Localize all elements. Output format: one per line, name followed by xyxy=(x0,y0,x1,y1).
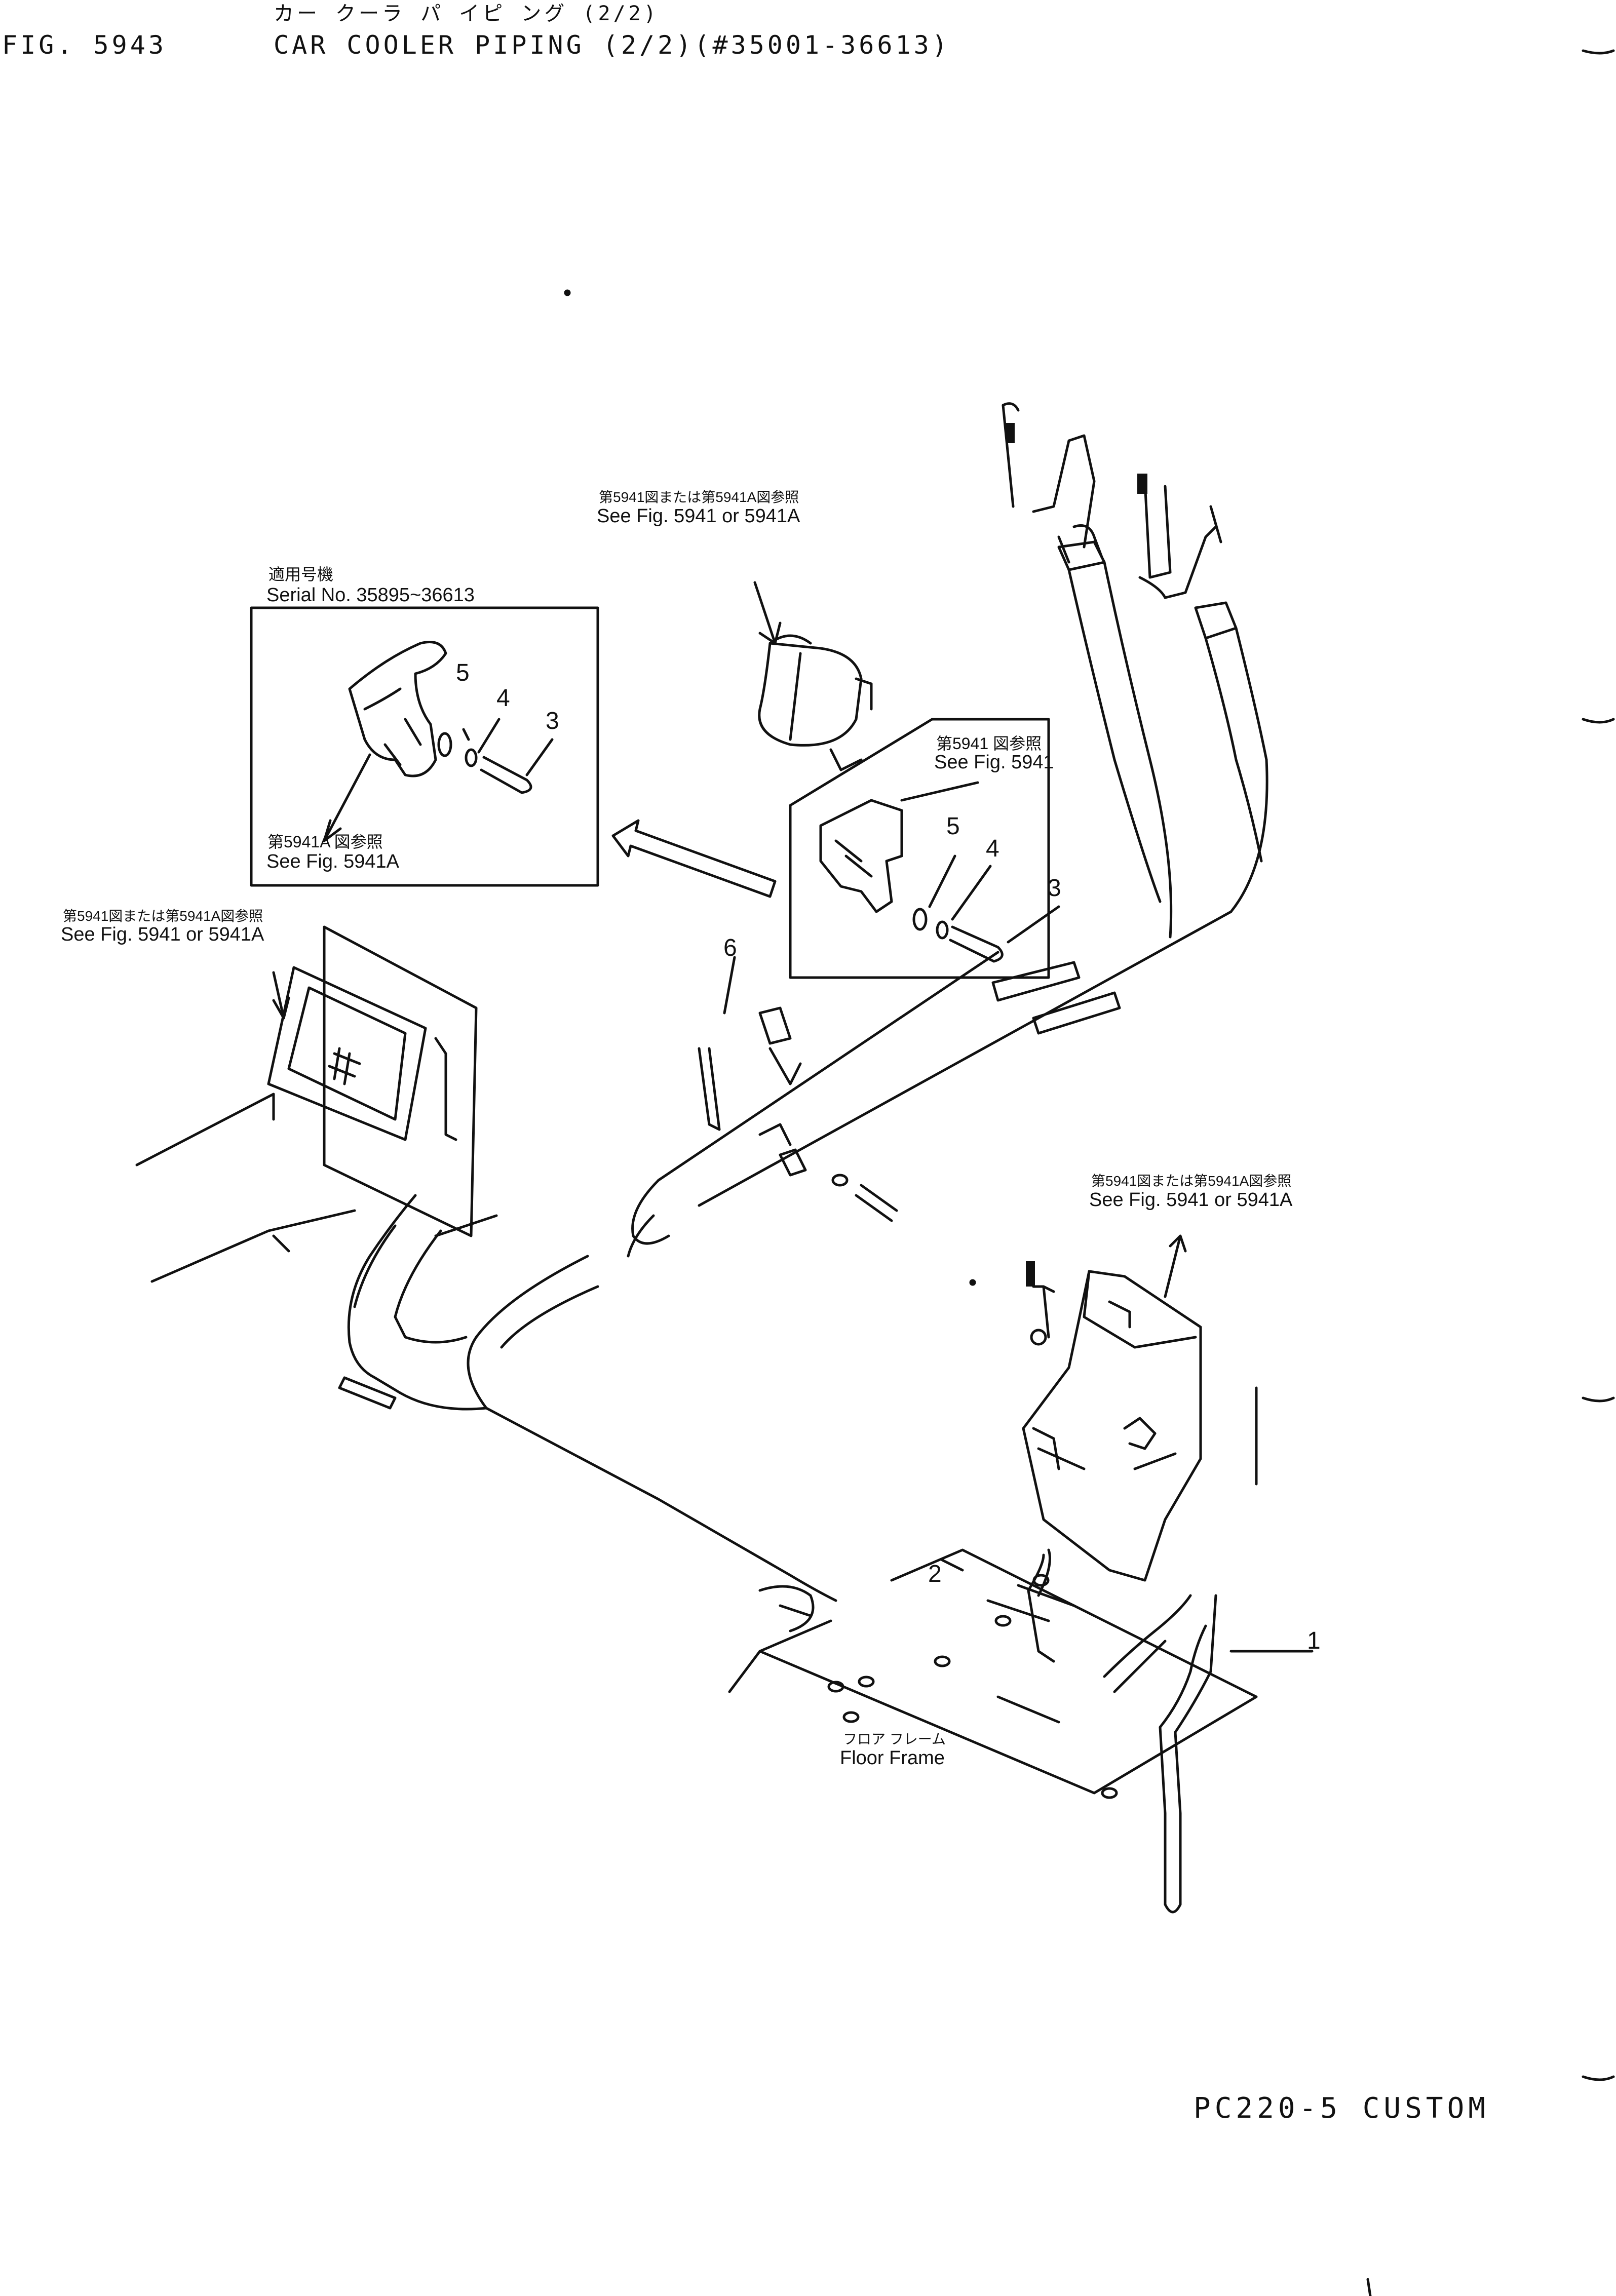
see-5941a-jp: 第5941A 図参照 xyxy=(267,833,383,851)
bracket-callout-jp: 第5941 図参照 xyxy=(936,734,1042,753)
bracket-callout: See Fig. 5941 xyxy=(934,752,1054,773)
inset-part-4: 4 xyxy=(496,685,510,712)
model-footer: PC220-5 CUSTOM xyxy=(1194,2092,1490,2125)
inset-part-3: 3 xyxy=(546,708,559,734)
bracket-part-3: 3 xyxy=(1048,875,1061,902)
inset-part-5: 5 xyxy=(456,659,470,686)
part-1-label: 1 xyxy=(1307,1627,1321,1654)
part-2-label: 2 xyxy=(928,1561,942,1587)
drier-callout-jp: 第5941図または第5941A図参照 xyxy=(599,489,799,505)
drier-callout: See Fig. 5941 or 5941A xyxy=(597,505,800,527)
compressor-callout: See Fig. 5941 or 5941A xyxy=(1089,1189,1293,1211)
title-japanese: カー クーラ パ イピ ング (2/2) xyxy=(274,2,659,25)
see-5941a: See Fig. 5941A xyxy=(266,851,399,872)
evaporator-callout: See Fig. 5941 or 5941A xyxy=(61,924,264,945)
compressor-callout-jp: 第5941図または第5941A図参照 xyxy=(1091,1173,1292,1189)
figure-number: FIG. 5943 xyxy=(2,30,167,60)
serial-label-jp: 適用号機 xyxy=(268,565,334,583)
floor-frame-jp: フロア フレーム xyxy=(843,1731,946,1747)
serial-label: Serial No. 35895~36613 xyxy=(266,585,475,606)
figure-title: CAR COOLER PIPING (2/2)(#35001-36613) xyxy=(274,30,950,60)
part-6-label: 6 xyxy=(723,935,737,961)
serial-inset-box xyxy=(250,606,599,887)
bracket-part-4: 4 xyxy=(986,835,999,862)
evaporator-callout-jp: 第5941図または第5941A図参照 xyxy=(63,908,263,924)
floor-frame-label: Floor Frame xyxy=(840,1747,945,1769)
bracket-part-5: 5 xyxy=(946,813,960,840)
